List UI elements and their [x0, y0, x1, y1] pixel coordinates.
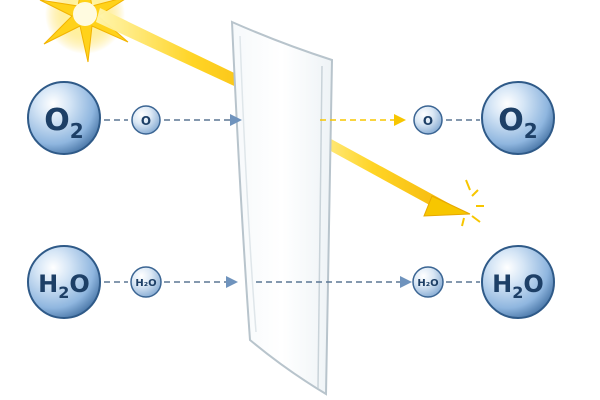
arrowhead-icon	[394, 114, 406, 126]
arrowhead-icon	[230, 114, 242, 126]
molecule-symbol: O	[44, 103, 70, 138]
molecule-symbol: O	[498, 103, 524, 138]
water-large-left-molecule: H2O	[27, 245, 101, 319]
oxygen-large-left-molecule: O2	[27, 81, 101, 155]
molecule-subscript: 2	[58, 283, 69, 302]
arrowhead-icon	[226, 276, 238, 288]
membrane-sheet	[230, 20, 334, 396]
water-small-right-molecule: H₂O	[412, 266, 444, 298]
molecule-subscript: 2	[70, 119, 84, 143]
molecule-label: H₂O	[417, 278, 438, 289]
svg-text:O2: O2	[44, 103, 83, 143]
oxygen-small-left-molecule: O	[131, 105, 161, 135]
molecule-label: O	[141, 114, 151, 128]
water-small-left-molecule: H₂O	[130, 266, 162, 298]
arrowhead-icon	[400, 276, 412, 288]
molecule-label: O	[423, 114, 433, 128]
svg-text:H2O: H2O	[38, 270, 90, 302]
molecule-subscript: 2	[524, 119, 538, 143]
molecule-symbol: H	[492, 270, 512, 298]
oxygen-large-right-molecule: O2	[481, 81, 555, 155]
svg-text:O2: O2	[498, 103, 537, 143]
molecule-symbol: H	[38, 270, 58, 298]
svg-text:H2O: H2O	[492, 270, 544, 302]
oxygen-row: O2 O O O2	[27, 81, 555, 155]
sparkle-icon	[461, 179, 484, 227]
water-row: H2O H₂O H₂O H2O	[27, 245, 555, 319]
water-large-right-molecule: H2O	[481, 245, 555, 319]
molecule-label: H₂O	[135, 278, 156, 289]
oxygen-small-right-molecule: O	[413, 105, 443, 135]
molecule-suffix: O	[69, 270, 89, 298]
molecule-subscript: 2	[512, 283, 523, 302]
molecule-suffix: O	[523, 270, 543, 298]
